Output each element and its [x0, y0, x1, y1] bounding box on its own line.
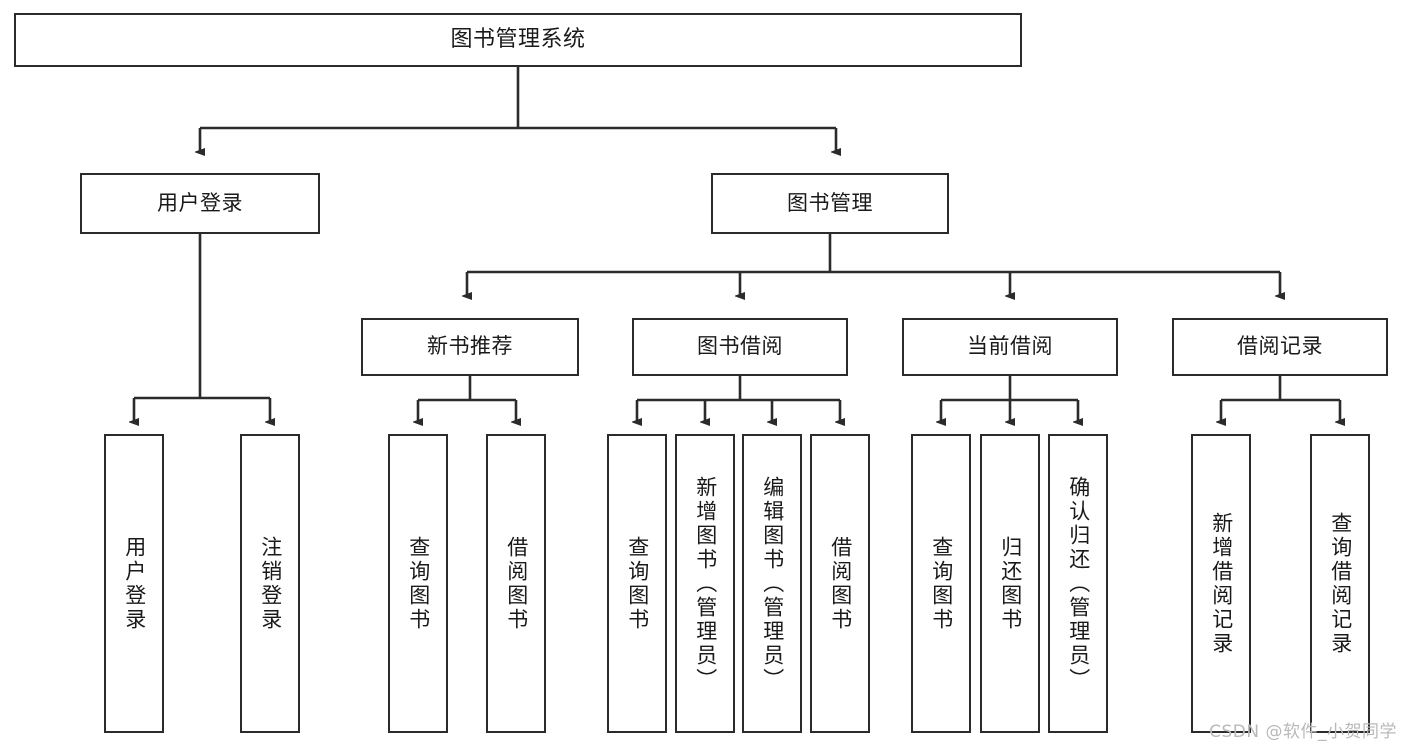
- leaf-current-borrow-confirm-return-admin[interactable]: 确认归还（管理员）: [1048, 434, 1108, 733]
- node-label: 借阅记录: [1237, 334, 1323, 359]
- node-label: 用户登录: [157, 190, 243, 215]
- leaf-label: 归还图书: [998, 535, 1023, 632]
- leaf-new-book-borrow-book[interactable]: 借阅图书: [486, 434, 546, 733]
- leaf-label: 新增图书（管理员）: [693, 475, 718, 692]
- leaf-label: 查询图书: [406, 535, 431, 632]
- leaf-book-borrow-edit-book-admin[interactable]: 编辑图书（管理员）: [742, 434, 802, 733]
- leaf-label: 查询图书: [929, 535, 954, 632]
- leaf-book-borrow-query-book[interactable]: 查询图书: [607, 434, 667, 733]
- node-label: 图书管理: [787, 190, 873, 215]
- node-user-login[interactable]: 用户登录: [80, 173, 320, 234]
- leaf-label: 查询借阅记录: [1328, 511, 1353, 656]
- leaf-label: 注销登录: [258, 535, 283, 632]
- node-label: 当前借阅: [967, 334, 1053, 359]
- node-root-book-management-system[interactable]: 图书管理系统: [14, 13, 1022, 67]
- node-new-book-recommend[interactable]: 新书推荐: [361, 318, 579, 376]
- node-book-borrow[interactable]: 图书借阅: [632, 318, 848, 376]
- leaf-new-book-query-book[interactable]: 查询图书: [388, 434, 448, 733]
- leaf-label: 借阅图书: [828, 535, 853, 632]
- leaf-label: 确认归还（管理员）: [1066, 475, 1091, 692]
- leaf-book-borrow-borrow-book[interactable]: 借阅图书: [810, 434, 870, 733]
- leaf-label: 编辑图书（管理员）: [760, 475, 785, 692]
- node-label: 图书管理系统: [450, 26, 586, 52]
- leaf-current-borrow-query-book[interactable]: 查询图书: [911, 434, 971, 733]
- watermark-text: CSDN @软件_小贺同学: [1209, 722, 1397, 742]
- leaf-user-login-login[interactable]: 用户登录: [104, 434, 164, 733]
- node-label: 图书借阅: [697, 334, 783, 359]
- node-borrow-record[interactable]: 借阅记录: [1172, 318, 1388, 376]
- leaf-user-login-logout[interactable]: 注销登录: [240, 434, 300, 733]
- leaf-label: 借阅图书: [504, 535, 529, 632]
- node-current-borrow[interactable]: 当前借阅: [902, 318, 1118, 376]
- leaf-borrow-record-query-record[interactable]: 查询借阅记录: [1310, 434, 1370, 733]
- leaf-borrow-record-add-record[interactable]: 新增借阅记录: [1191, 434, 1251, 733]
- leaf-label: 用户登录: [122, 535, 147, 632]
- node-book-management[interactable]: 图书管理: [711, 173, 949, 234]
- node-label: 新书推荐: [427, 334, 513, 359]
- leaf-label: 查询图书: [625, 535, 650, 632]
- leaf-book-borrow-add-book-admin[interactable]: 新增图书（管理员）: [675, 434, 735, 733]
- leaf-current-borrow-return-book[interactable]: 归还图书: [980, 434, 1040, 733]
- leaf-label: 新增借阅记录: [1209, 511, 1234, 656]
